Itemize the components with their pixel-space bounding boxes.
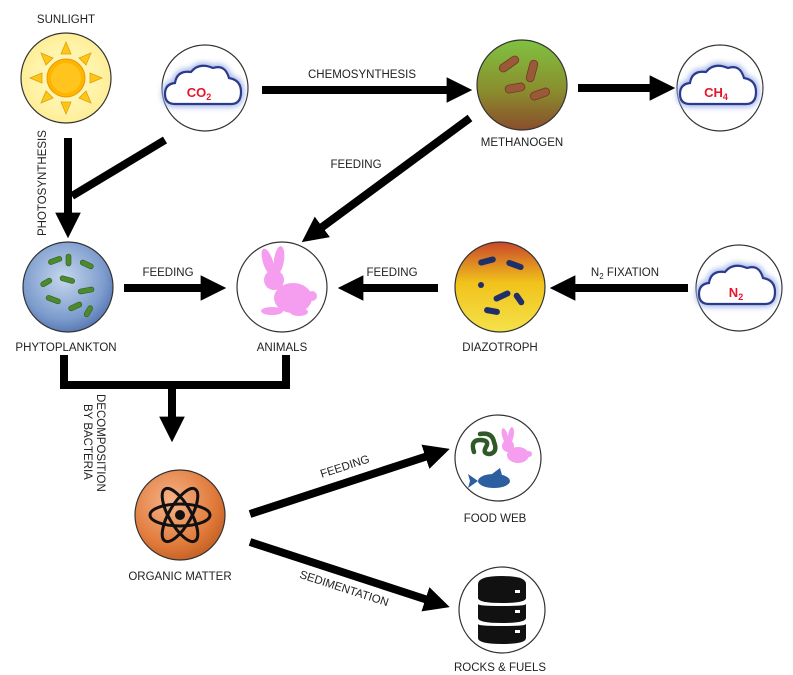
node-label-rocks-fuels: ROCKS & FUELS — [454, 662, 546, 674]
snake-icon — [470, 431, 498, 457]
rabbit-icon — [501, 427, 532, 463]
fish-icon — [468, 468, 510, 488]
node-label-methanogen: METHANOGEN — [481, 137, 563, 149]
edge-label-n2-fixation: N2 FIXATION — [591, 267, 659, 281]
arrow-methanogen-to-animals — [301, 114, 473, 243]
ch4-formula: CH4 — [704, 85, 728, 102]
node-phytoplankton: PHYTOPLANKTON — [15, 241, 117, 354]
edge-label-feeding-phytoplankton: FEEDING — [142, 267, 193, 279]
methanogen-bacteria-icon — [498, 55, 551, 101]
arrow-organic-to-rocks — [248, 538, 450, 612]
sun-icon — [28, 40, 104, 116]
arrow-co2-to-phytoplankton — [69, 136, 168, 200]
node-label-phytoplankton: PHYTOPLANKTON — [15, 342, 116, 354]
n2-formula: N2 — [729, 285, 743, 302]
node-label-organic-matter: ORGANIC MATTER — [128, 571, 231, 583]
diazotroph-bacteria-icon — [478, 256, 525, 315]
edge-label-decomposition-line1: DECOMPOSITION — [94, 394, 106, 492]
phytoplankton-icon — [40, 253, 95, 318]
co2-formula: CO2 — [187, 85, 212, 102]
arrows — [55, 75, 688, 612]
node-ch4: CH4 — [676, 44, 764, 132]
edge-label-decomposition-line2: BY BACTERIA — [81, 404, 93, 480]
cloud-icon — [695, 262, 779, 307]
node-co2: CO2 — [161, 44, 249, 132]
edge-label-chemosynthesis: CHEMOSYNTHESIS — [308, 69, 416, 81]
cloud-icon — [161, 62, 245, 107]
atom-icon — [148, 486, 212, 544]
node-n2: N2 — [695, 244, 783, 332]
rabbit-icon — [261, 246, 317, 316]
cloud-icon — [676, 62, 760, 107]
edge-labels: PHOTOSYNTHESIS CHEMOSYNTHESIS FEEDING FE… — [37, 69, 659, 609]
node-label-sunlight: SUNLIGHT — [37, 14, 95, 26]
database-icon — [478, 576, 526, 644]
food-web-icon — [468, 427, 532, 488]
node-label-animals: ANIMALS — [257, 342, 308, 354]
node-organic-matter: ORGANIC MATTER — [128, 469, 232, 583]
node-animals: ANIMALS — [236, 241, 328, 354]
node-rocks-fuels: ROCKS & FUELS — [454, 566, 546, 674]
node-sunlight: SUNLIGHT — [20, 14, 112, 124]
arrow-decomposition-bracket — [60, 355, 290, 389]
node-food-web: FOOD WEB — [454, 414, 542, 525]
node-label-food-web: FOOD WEB — [464, 513, 527, 525]
edge-label-photosynthesis: PHOTOSYNTHESIS — [37, 130, 49, 236]
node-label-diazotroph: DIAZOTROPH — [462, 342, 537, 354]
edge-label-feeding-diazotroph: FEEDING — [366, 267, 417, 279]
node-diazotroph: DIAZOTROPH — [454, 241, 546, 354]
arrow-organic-to-foodweb — [248, 444, 450, 518]
node-methanogen: METHANOGEN — [476, 39, 568, 149]
edge-label-feeding-methanogen: FEEDING — [330, 159, 381, 171]
